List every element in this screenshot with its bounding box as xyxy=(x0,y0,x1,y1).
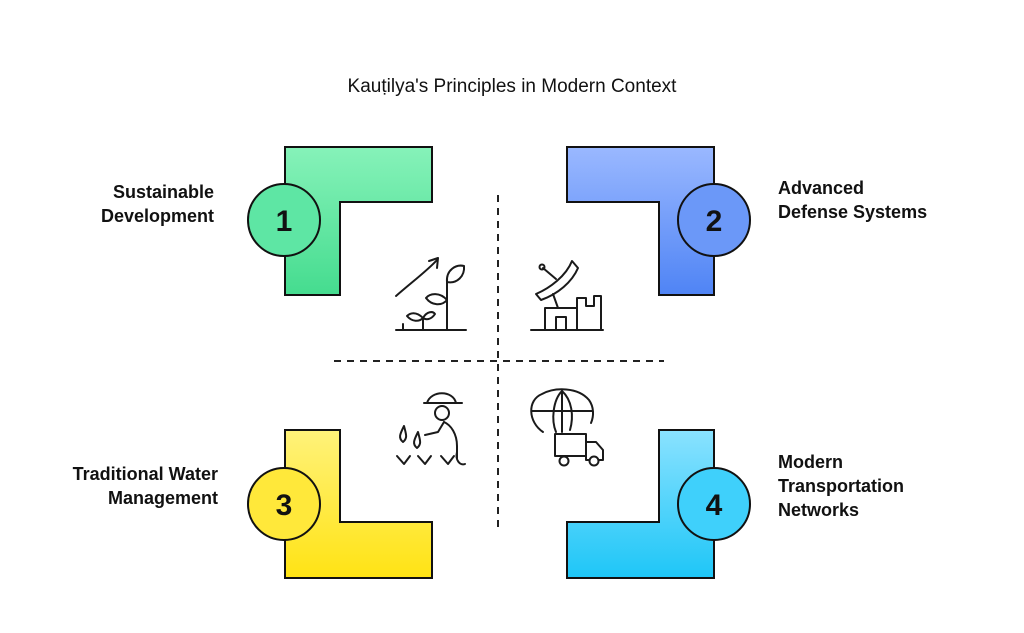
label-1-line-1: Sustainable xyxy=(112,182,214,202)
label-modern-transportation-networks: Modern Transportation Networks xyxy=(778,450,904,522)
badge-3-number: 3 xyxy=(276,489,293,522)
block-1 xyxy=(284,146,433,296)
badge-1: 1 xyxy=(247,183,321,257)
label-3-line-1: Traditional Water xyxy=(72,464,218,484)
block-3 xyxy=(284,429,433,579)
label-4-line-2: Transportation xyxy=(778,476,905,496)
badge-2-number: 2 xyxy=(706,205,723,238)
badge-1-number: 1 xyxy=(276,205,293,238)
satellite-dish-icon xyxy=(530,260,604,331)
label-4-line-3: Networks xyxy=(778,500,860,520)
farmer-watering-icon xyxy=(396,392,466,466)
label-3-line-2: Management xyxy=(107,488,218,508)
label-2-line-2: Defense Systems xyxy=(778,202,928,222)
badge-3: 3 xyxy=(247,467,321,541)
badge-4: 4 xyxy=(677,467,751,541)
badge-2: 2 xyxy=(677,183,751,257)
label-1-line-2: Development xyxy=(100,206,214,226)
label-2-line-1: Advanced xyxy=(778,178,865,198)
label-traditional-water-management: Traditional Water Management xyxy=(73,462,218,510)
label-4-line-1: Modern xyxy=(778,452,843,472)
label-advanced-defense-systems: Advanced Defense Systems xyxy=(778,176,927,224)
plant-growth-icon xyxy=(395,257,467,331)
label-sustainable-development: Sustainable Development xyxy=(101,180,214,228)
badge-4-number: 4 xyxy=(706,489,723,522)
diagram-title: Kauṭilya's Principles in Modern Context xyxy=(347,76,677,97)
block-2 xyxy=(566,146,715,296)
block-4 xyxy=(566,429,715,579)
globe-truck-icon xyxy=(530,388,604,467)
